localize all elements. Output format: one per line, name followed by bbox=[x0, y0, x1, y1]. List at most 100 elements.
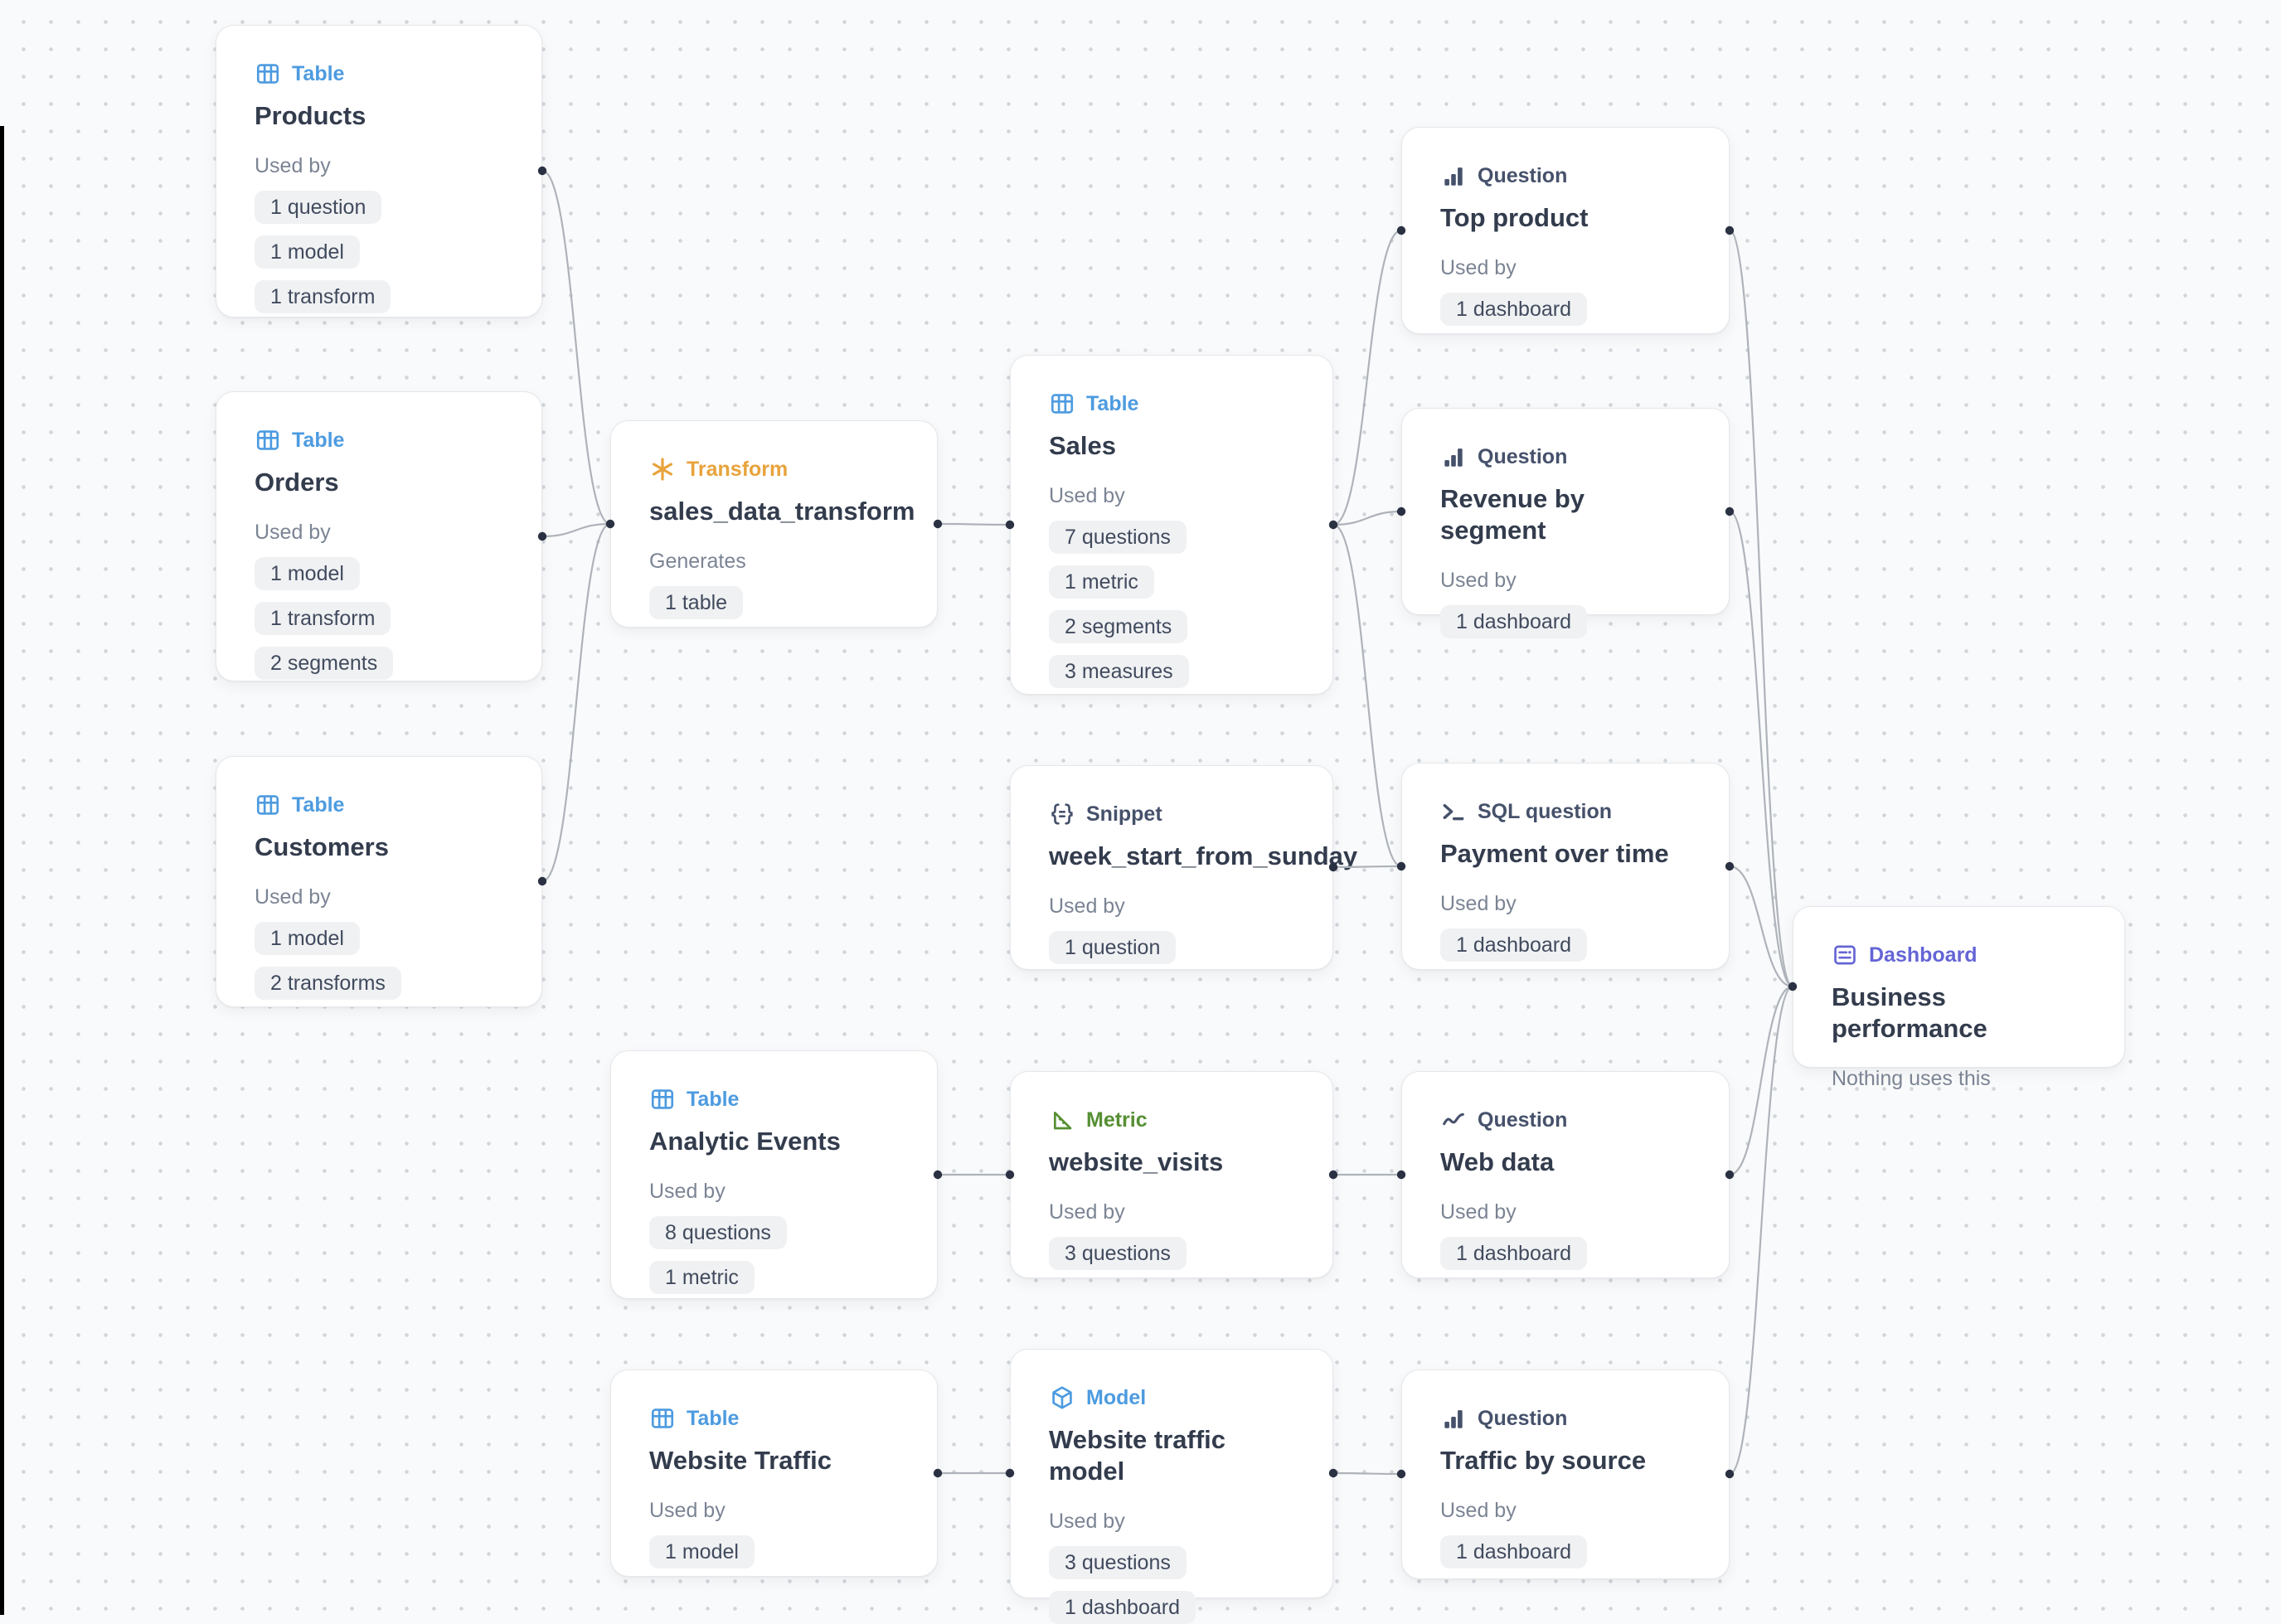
bar-chart-icon bbox=[1444, 448, 1463, 467]
card-traffic-by-source[interactable]: Question Traffic by source Used by 1 das… bbox=[1401, 1369, 1730, 1579]
card-sales[interactable]: Table Sales Used by 7 questions 1 metric… bbox=[1010, 355, 1333, 695]
card-title: Business performance bbox=[1832, 982, 1987, 1043]
usage-pill[interactable]: 1 transform bbox=[255, 280, 391, 313]
usage-pill[interactable]: 2 segments bbox=[255, 647, 394, 680]
edge-orders-transform bbox=[541, 522, 611, 538]
card-type-label: Question bbox=[1478, 445, 1568, 468]
usage-pill[interactable]: 3 questions bbox=[1049, 1546, 1187, 1579]
card-products[interactable]: Table Products Used by 1 question 1 mode… bbox=[216, 25, 542, 318]
edge-top-product-dashboard bbox=[1729, 229, 1793, 988]
card-type-row: Metric bbox=[1049, 1107, 1294, 1133]
bar-chart-icon bbox=[1444, 1410, 1463, 1428]
usage-pill[interactable]: 1 dashboard bbox=[1440, 1237, 1588, 1270]
usage-pill[interactable]: 1 model bbox=[255, 235, 360, 269]
edge-sales-top-product bbox=[1332, 229, 1402, 526]
card-type-row: Transform bbox=[649, 456, 899, 482]
card-web-data[interactable]: Question Web data Used by 1 dashboard bbox=[1401, 1071, 1730, 1278]
card-week-start-from-sunday[interactable]: Snippet week_start_from_sunday Used by 1… bbox=[1010, 765, 1357, 970]
card-title: Website traffic model bbox=[1049, 1425, 1226, 1486]
card-type-label: Table bbox=[687, 1088, 740, 1111]
card-title: website_visits bbox=[1049, 1147, 1224, 1176]
card-section-label: Used by bbox=[1440, 892, 1517, 915]
usage-pill[interactable]: 8 questions bbox=[649, 1216, 787, 1249]
edge-sales-revenue bbox=[1332, 510, 1402, 526]
card-type-row: Question bbox=[1440, 444, 1691, 470]
card-type-label: Table bbox=[292, 62, 345, 85]
card-section-label: Used by bbox=[1440, 256, 1517, 279]
usage-pill[interactable]: 1 question bbox=[1049, 931, 1177, 964]
card-type-row: Table bbox=[649, 1086, 899, 1113]
usage-pill[interactable]: 3 questions bbox=[1049, 1237, 1187, 1270]
card-type-label: Table bbox=[292, 429, 345, 452]
sql-terminal-icon bbox=[1443, 803, 1464, 821]
card-type-row: Question bbox=[1440, 162, 1691, 189]
usage-pill[interactable]: 1 transform bbox=[255, 602, 391, 635]
card-type-label: SQL question bbox=[1478, 800, 1613, 823]
card-payment-over-time[interactable]: SQL question Payment over time Used by 1… bbox=[1401, 763, 1730, 970]
usage-pill[interactable]: 1 question bbox=[255, 191, 382, 224]
card-type-row: Table bbox=[255, 61, 503, 87]
edge-sales-payment bbox=[1332, 523, 1402, 868]
card-title: Web data bbox=[1440, 1147, 1555, 1176]
card-top-product[interactable]: Question Top product Used by 1 dashboard bbox=[1401, 127, 1730, 334]
usage-pill[interactable]: 1 dashboard bbox=[1049, 1591, 1196, 1624]
window-edge-bar bbox=[0, 126, 4, 1615]
card-type-label: Snippet bbox=[1086, 802, 1162, 826]
usage-pill[interactable]: 1 metric bbox=[1049, 565, 1154, 599]
snippet-braces-icon bbox=[1051, 803, 1073, 825]
card-type-label: Table bbox=[292, 793, 345, 817]
card-section-label: Generates bbox=[649, 550, 746, 573]
edge-traffic-source-dashboard bbox=[1729, 985, 1793, 1476]
card-type-row: Table bbox=[255, 427, 503, 453]
usage-pill[interactable]: 2 segments bbox=[1049, 610, 1188, 643]
edge-payment-dashboard bbox=[1729, 865, 1793, 988]
usage-pill[interactable]: 1 model bbox=[649, 1535, 755, 1568]
card-section-label: Used by bbox=[649, 1180, 726, 1203]
transform-asterisk-icon bbox=[653, 458, 672, 481]
card-type-row: Table bbox=[255, 792, 503, 818]
card-sales-data-transform[interactable]: Transform sales_data_transform Generates… bbox=[610, 420, 938, 628]
card-section-label: Used by bbox=[255, 885, 331, 909]
usage-pill[interactable]: 3 measures bbox=[1049, 655, 1189, 688]
card-type-row: Snippet bbox=[1049, 801, 1294, 827]
card-business-performance[interactable]: Dashboard Business performance Nothing u… bbox=[1793, 906, 2125, 1090]
usage-pill[interactable]: 2 transforms bbox=[255, 967, 401, 1000]
usage-pill[interactable]: 1 dashboard bbox=[1440, 1535, 1588, 1568]
card-section-label: Nothing uses this bbox=[1832, 1067, 1991, 1090]
card-section-label: Used by bbox=[1440, 1200, 1517, 1224]
card-website-traffic[interactable]: Table Website Traffic Used by 1 model bbox=[610, 1369, 938, 1577]
card-section-label: Used by bbox=[1440, 1499, 1517, 1522]
card-type-label: Question bbox=[1478, 1108, 1568, 1132]
usage-pill[interactable]: 7 questions bbox=[1049, 521, 1187, 554]
card-title: Website Traffic bbox=[649, 1446, 832, 1475]
card-section-label: Used by bbox=[1440, 569, 1517, 592]
usage-pill[interactable]: 1 dashboard bbox=[1440, 605, 1588, 638]
usage-pill[interactable]: 1 model bbox=[255, 922, 360, 955]
card-analytic-events[interactable]: Table Analytic Events Used by 8 question… bbox=[610, 1050, 938, 1299]
card-type-label: Question bbox=[1478, 1407, 1568, 1430]
card-revenue-by-segment[interactable]: Question Revenue by segment Used by 1 da… bbox=[1401, 408, 1730, 638]
card-website-traffic-model[interactable]: Model Website traffic model Used by 3 qu… bbox=[1010, 1349, 1333, 1624]
card-orders[interactable]: Table Orders Used by 1 model 1 transform… bbox=[216, 391, 542, 681]
edge-model-traffic-source bbox=[1332, 1471, 1402, 1476]
card-customers[interactable]: Table Customers Used by 1 model 2 transf… bbox=[216, 756, 542, 1007]
card-type-row: SQL question bbox=[1440, 798, 1691, 825]
usage-pill[interactable]: 1 metric bbox=[649, 1261, 755, 1294]
card-title: Orders bbox=[255, 468, 339, 497]
usage-pill[interactable]: 1 model bbox=[255, 557, 360, 590]
usage-pill[interactable]: 1 dashboard bbox=[1440, 293, 1588, 326]
usage-pill[interactable]: 1 table bbox=[649, 586, 744, 619]
metric-ruler-icon bbox=[1054, 1112, 1072, 1130]
card-website-visits[interactable]: Metric website_visits Used by 3 question… bbox=[1010, 1071, 1333, 1278]
card-type-row: Table bbox=[649, 1405, 899, 1432]
edge-revenue-dashboard bbox=[1729, 510, 1793, 988]
edge-transform-sales bbox=[937, 522, 1011, 526]
usage-pill[interactable]: 1 dashboard bbox=[1440, 928, 1588, 962]
card-title: sales_data_transform bbox=[649, 497, 915, 526]
line-chart-icon bbox=[1443, 1113, 1464, 1126]
card-type-label: Dashboard bbox=[1869, 943, 1978, 967]
edge-web-data-dashboard bbox=[1729, 985, 1793, 1176]
table-icon bbox=[651, 1089, 674, 1109]
dashboard-icon bbox=[1834, 945, 1856, 965]
